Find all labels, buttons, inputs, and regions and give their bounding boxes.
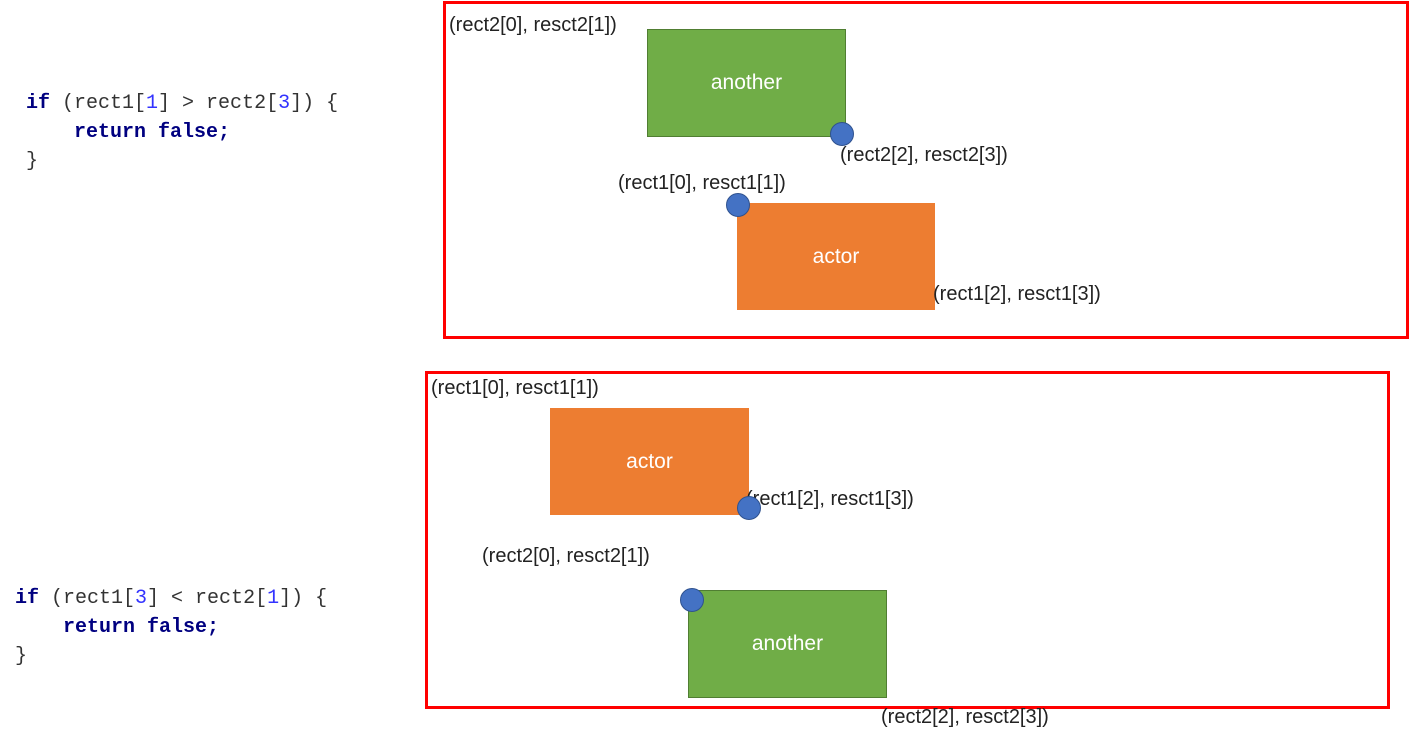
semicolon: ;: [207, 616, 220, 639]
code-text: ]) {: [279, 587, 328, 610]
index-number: 3: [278, 92, 291, 115]
rect2-top-left-label: (rect2[0], resct2[1]): [482, 545, 650, 567]
code-block-bottom: if (rect1[3] < rect2[1]) { return false;…: [15, 584, 327, 671]
another-label: another: [710, 71, 783, 94]
rect2-top-left-label: (rect2[0], resct2[1]): [449, 14, 617, 36]
actor-label: actor: [812, 244, 860, 268]
code-text: ]) {: [290, 92, 339, 115]
return-statement: return false: [63, 616, 208, 639]
rect1-bottom-right-label: (rect1[2], resct1[3]): [933, 283, 1101, 305]
rect2-bottom-right-label: (rect2[2], resct2[3]): [840, 144, 1008, 166]
actor-rect: actor: [550, 408, 749, 515]
rect2-bottom-right-point: [830, 122, 854, 146]
code-text: (rect1[: [39, 587, 136, 610]
if-keyword: if: [26, 92, 51, 115]
index-number: 1: [146, 92, 159, 115]
rect1-bottom-right-label: (rect1[2], resct1[3]): [746, 488, 914, 510]
another-rect: another: [688, 590, 887, 698]
index-number: 3: [135, 587, 148, 610]
another-label: another: [751, 632, 824, 655]
actor-label: actor: [626, 449, 673, 473]
return-statement: return false: [74, 121, 219, 144]
index-number: 1: [267, 587, 280, 610]
diagram-frame-top: [443, 1, 1409, 339]
rect1-top-left-point: [726, 193, 750, 217]
if-keyword: if: [15, 587, 40, 610]
actor-rect: actor: [737, 203, 935, 310]
code-text: ] < rect2[: [147, 587, 268, 610]
rect2-bottom-right-label: (rect2[2], resct2[3]): [881, 706, 1049, 728]
code-block-top: if (rect1[1] > rect2[3]) { return false;…: [26, 89, 338, 176]
rect2-top-left-point: [680, 588, 704, 612]
closing-brace: }: [26, 150, 39, 173]
semicolon: ;: [218, 121, 231, 144]
rect1-top-left-label: (rect1[0], resct1[1]): [618, 172, 786, 194]
rect1-top-left-label: (rect1[0], resct1[1]): [431, 377, 599, 399]
another-rect: another: [647, 29, 846, 137]
closing-brace: }: [15, 645, 28, 668]
diagram-frame-bottom: [425, 371, 1390, 709]
code-text: ] > rect2[: [158, 92, 279, 115]
code-text: (rect1[: [50, 92, 147, 115]
rect1-bottom-right-point: [737, 496, 761, 520]
